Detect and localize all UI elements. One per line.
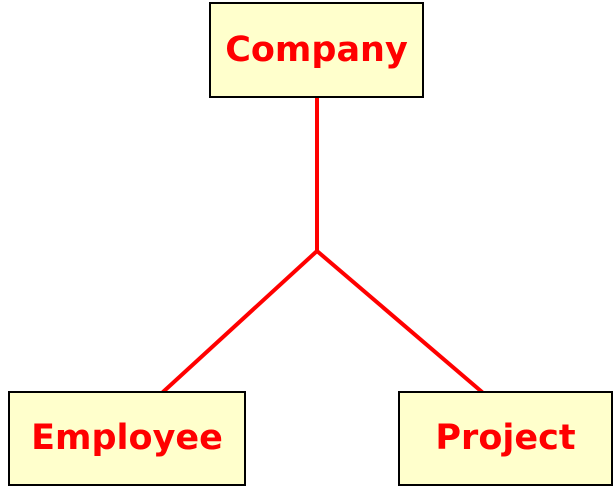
entity-company-label: Company — [225, 29, 408, 70]
entity-company-box: Company — [209, 2, 424, 98]
connector-to-project — [315, 249, 484, 394]
entity-employee-box: Employee — [8, 391, 246, 486]
entity-project-box: Project — [398, 391, 613, 486]
entity-employee-label: Employee — [31, 418, 223, 458]
connector-to-employee — [161, 249, 319, 394]
entity-project-label: Project — [435, 418, 576, 458]
